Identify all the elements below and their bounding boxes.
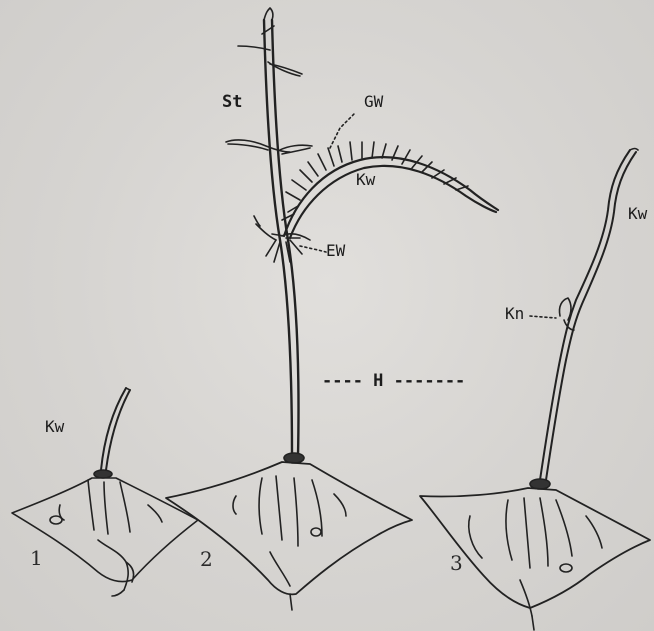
- label-kw-fig1: Kw: [45, 419, 64, 435]
- label-kn: Kn: [505, 306, 524, 322]
- label-kw-fig3: Kw: [628, 206, 647, 222]
- label-st: St: [222, 94, 242, 111]
- label-gw: GW: [364, 94, 383, 110]
- figure-2-drawing: [166, 8, 498, 610]
- figure-number-1: 1: [30, 548, 43, 568]
- figure-number-3: 3: [450, 553, 463, 573]
- label-ew: EW: [326, 243, 345, 259]
- label-h: ---- H -------: [322, 373, 465, 390]
- label-kw-fig2: Kw: [356, 172, 375, 188]
- figure-number-2: 2: [200, 549, 213, 569]
